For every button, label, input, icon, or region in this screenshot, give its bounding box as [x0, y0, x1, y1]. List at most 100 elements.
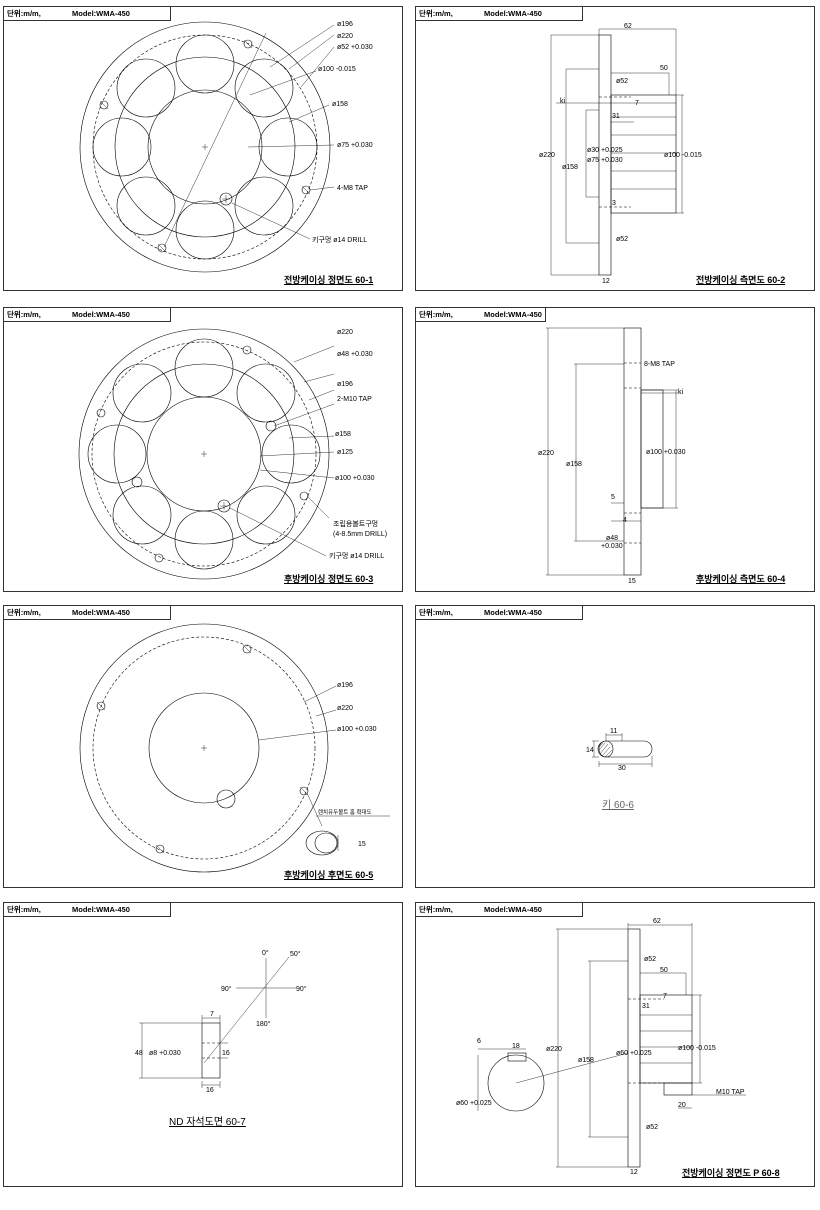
unit-label: 단위:m/m, — [419, 9, 453, 18]
dim-label: ø220 — [539, 152, 555, 159]
dim-label: M10 TAP — [716, 1089, 745, 1096]
dim-label: 7 — [635, 100, 639, 107]
title-block-header: 단위:m/m, Model:WMA-450 — [416, 606, 583, 620]
drawing-60-7: 0° 50° 90° 90° 180° 7 48 ø8 +0.030 16 16 — [135, 949, 307, 1094]
unit-label: 단위:m/m, — [419, 310, 453, 319]
dim-label: ø196 — [337, 21, 353, 28]
title-block-header: 단위:m/m, Model:WMA-450 — [4, 308, 171, 322]
unit-label: 단위:m/m, — [419, 905, 453, 914]
key-shape — [597, 740, 653, 758]
dim-label: ø100 -0.015 — [664, 152, 702, 159]
dim-label: ø196 — [337, 682, 353, 689]
dim-label: 62 — [653, 918, 661, 925]
dim-label: 20 — [678, 1102, 686, 1109]
title-block-header: 단위:m/m, Model:WMA-450 — [416, 903, 583, 917]
drawing-caption: 전방케이싱 정면도 P 60-8 — [682, 1168, 780, 1178]
dim-label: 31 — [642, 1003, 650, 1010]
unit-label: 단위:m/m, — [7, 608, 41, 617]
dim-label: ø48 +0.030 — [337, 351, 373, 358]
dim-label: 15 — [358, 841, 366, 848]
dim-label: ø100 -0.015 — [678, 1045, 716, 1052]
dim-label: 16 — [222, 1050, 230, 1057]
dim-label: 3 — [612, 200, 616, 207]
panel-rear-casing-side-view: 단위:m/m, Model:WMA-450 8-M8 TAP ki ø220 ø… — [415, 307, 815, 592]
drawing-caption: 전방케이싱 측면도 60-2 — [696, 275, 786, 285]
bore-100 — [148, 692, 260, 804]
dim-label: 렌치유두볼트 홈 확대도 — [318, 808, 372, 816]
model-label: Model:WMA-450 — [484, 608, 542, 617]
drawing-caption: 전방케이싱 정면도 60-1 — [284, 275, 374, 285]
dim-label: 90° — [221, 985, 232, 993]
center-line — [163, 32, 267, 248]
dim-label: ø158 — [562, 164, 578, 171]
drawing-60-8: 62 ø52 50 7 31 6 18 ø220 ø158 ø60 +0.025… — [456, 918, 746, 1176]
drawing-60-3: ø220 ø48 +0.030 ø196 2-M10 TAP ø158 ø125… — [78, 328, 387, 580]
outer-circle-220 — [78, 328, 330, 580]
title-block-header: 단위:m/m, Model:WMA-450 — [416, 308, 546, 322]
dim-label: ø52 — [644, 956, 656, 963]
dim-label: 50 — [660, 967, 668, 974]
dim-label: 12 — [602, 278, 610, 285]
dim-label: 키구멍 ø14 DRILL — [329, 551, 384, 560]
panel-rear-casing-front-view: 단위:m/m, Model:WMA-450 ø220 ø48 +0.03 — [3, 307, 403, 592]
dim-label: ø220 — [337, 329, 353, 336]
panel-key: 단위:m/m, Model:WMA-450 11 14 30 키 60-6 — [415, 605, 815, 888]
dim-label: 0° — [262, 949, 269, 957]
tap-holes — [96, 345, 309, 563]
bore-100 — [147, 89, 263, 205]
key-hole — [216, 789, 236, 809]
dim-label: ø48 — [606, 535, 618, 542]
outer-circle-220 — [79, 21, 331, 273]
circle-158 — [114, 56, 296, 238]
drawing-60-1: ø196 ø220 ø52 +0.030 ø100 -0.015 ø158 ø7… — [79, 21, 373, 273]
panel-nd-magnet: 단위:m/m, Model:WMA-450 0° 50° 90° 90° 180… — [3, 902, 403, 1187]
panel-rear-casing-back-view: 단위:m/m, Model:WMA-450 ø196 ø220 ø100 +0.… — [3, 605, 403, 888]
dim-label: ø52 — [646, 1124, 658, 1131]
model-label: Model:WMA-450 — [484, 9, 542, 18]
dim-label: 14 — [586, 747, 594, 754]
shaft-section — [487, 1054, 545, 1112]
panel-front-casing-side-view: 단위:m/m, Model:WMA-450 62 50 ø52 ki 7 31 … — [415, 6, 815, 291]
dim-label: ø220 — [538, 450, 554, 457]
drawing-60-4: 8-M8 TAP ki ø220 ø158 ø100 +0.030 5 4 ø4… — [538, 327, 686, 585]
flange-body — [598, 34, 612, 276]
dim-label: 30 — [618, 765, 626, 772]
dim-label: ø75 +0.030 — [587, 157, 623, 164]
drawing-caption: 후방케이싱 정면도 60-3 — [284, 574, 374, 584]
panel-front-casing-front-view-p: 단위:m/m, Model:WMA-450 62 ø52 50 7 31 6 1… — [415, 902, 815, 1187]
dim-label: ø158 — [578, 1057, 594, 1064]
dim-label: ø220 — [337, 705, 353, 712]
dim-label: 8-M8 TAP — [644, 361, 675, 368]
dim-label: 180° — [256, 1020, 271, 1028]
outer-circle-220 — [79, 623, 329, 873]
flange-body — [623, 327, 642, 576]
drawing-caption: 후방케이싱 후면도 60-5 — [284, 870, 374, 880]
dim-label: ø220 — [337, 33, 353, 40]
key-hatch — [598, 742, 613, 758]
dim-label: ø60 +0.025 — [456, 1100, 492, 1107]
unit-label: 단위:m/m, — [7, 9, 41, 18]
dim-label: 5 — [611, 494, 615, 501]
title-block-header: 단위:m/m, Model:WMA-450 — [416, 7, 583, 21]
dim-label: ki — [560, 98, 566, 105]
dim-label: 18 — [512, 1043, 520, 1050]
dim-label: 50° — [290, 950, 301, 958]
tap-holes — [99, 39, 311, 253]
dim-label: 6 — [477, 1038, 481, 1045]
unit-label: 단위:m/m, — [419, 608, 453, 617]
model-label: Model:WMA-450 — [72, 9, 130, 18]
dim-label: 50 — [660, 65, 668, 72]
angle-50-line — [203, 956, 290, 1064]
dim-label: 11 — [610, 728, 617, 735]
dim-label: 12 — [630, 1169, 638, 1176]
dim-label: 2-M10 TAP — [337, 396, 372, 403]
dim-label: ø100 -0.015 — [318, 66, 356, 73]
pocket-circles — [92, 34, 318, 260]
dim-label: ø75 +0.030 — [337, 142, 373, 149]
dim-label: 15 — [628, 578, 636, 585]
dim-label: ø52 — [616, 236, 628, 243]
dim-label: ø30 +0.025 — [587, 147, 623, 154]
dim-label: ø100 +0.030 — [646, 449, 686, 456]
dim-label: 90° — [296, 985, 307, 993]
dim-label: ø220 — [546, 1046, 562, 1053]
